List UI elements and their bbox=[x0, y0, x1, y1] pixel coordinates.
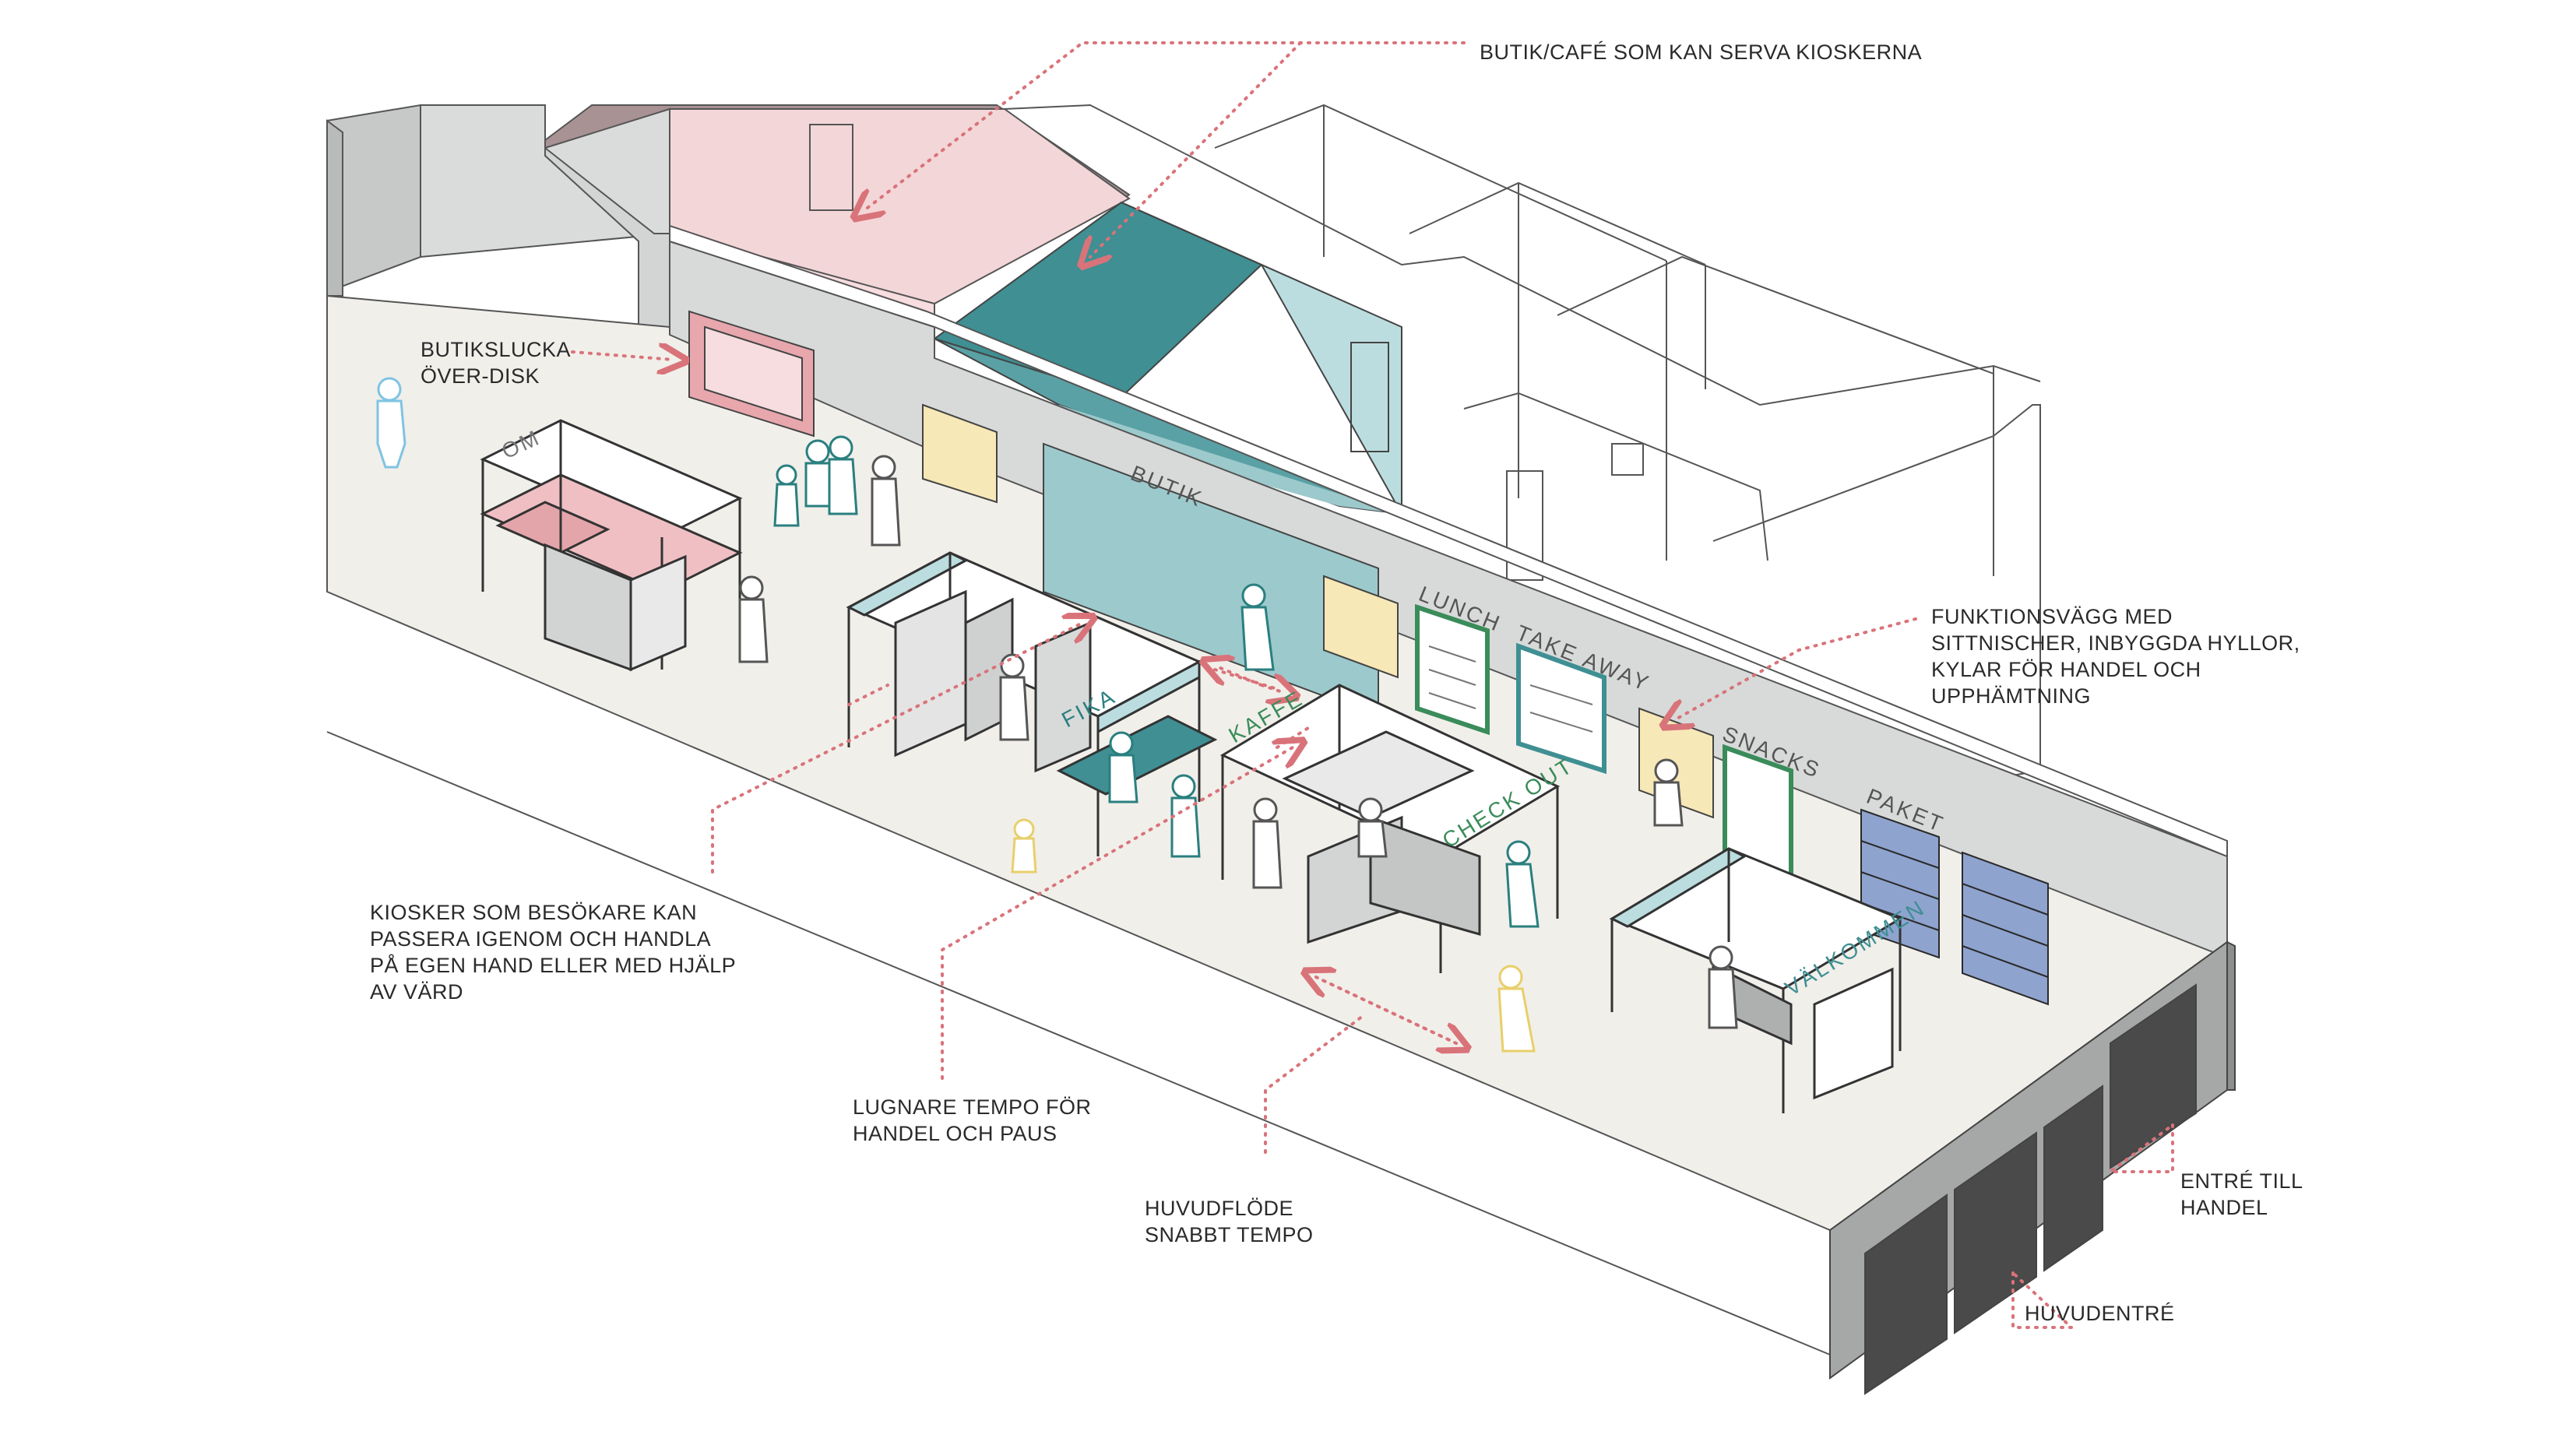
label-line: ENTRÉ TILL bbox=[2180, 1169, 2303, 1193]
label-line: KYLAR FÖR HANDEL OCH bbox=[1931, 658, 2201, 681]
front-facade bbox=[326, 731, 2236, 1395]
label-line: BUTIKSLUCKA bbox=[421, 338, 572, 361]
label-line: AV VÄRD bbox=[370, 980, 464, 1004]
person-figure bbox=[738, 455, 1738, 1029]
label-line: PÅ EGEN HAND ELLER MED HJÄLP bbox=[370, 954, 737, 977]
person-figure bbox=[773, 435, 858, 527]
label-line: KIOSKER SOM BESÖKARE KAN bbox=[370, 901, 698, 924]
kiosk-kaffe bbox=[1219, 684, 1561, 973]
person-figure bbox=[376, 377, 406, 469]
person-figure bbox=[1011, 818, 1536, 1053]
label-line: HANDEL OCH PAUS bbox=[853, 1122, 1057, 1145]
label-line: ÖVER-DISK bbox=[421, 364, 540, 388]
label-line: UPPHÄMTNING bbox=[1931, 684, 2092, 708]
label-lugnare: LUGNARE TEMPO FÖR HANDEL OCH PAUS bbox=[853, 1094, 1092, 1147]
label-line: HANDEL bbox=[2180, 1196, 2268, 1219]
label-entre-handel: ENTRÉ TILL HANDEL bbox=[2180, 1168, 2303, 1221]
left-wall bbox=[326, 104, 670, 336]
kiosk-om bbox=[480, 419, 743, 672]
label-huvudflode: HUVUDFLÖDE SNABBT TEMPO bbox=[1145, 1195, 1314, 1248]
annotation-leaders bbox=[571, 41, 2174, 1329]
label-funktionsvagg: FUNKTIONSVÄGG MED SITTNISCHER, INBYGGDA … bbox=[1931, 603, 2300, 709]
people bbox=[376, 377, 1738, 1053]
kiosk-valkommen bbox=[1609, 847, 1903, 1113]
label-huvudentre: HUVUDENTRÉ bbox=[2025, 1302, 2175, 1325]
wall-features bbox=[688, 310, 2049, 1006]
label-line: SITTNISCHER, INBYGGDA HYLLOR, bbox=[1931, 631, 2300, 655]
label-line: PASSERA IGENOM OCH HANDLA bbox=[370, 927, 712, 951]
label-line: HUVUDFLÖDE bbox=[1145, 1197, 1294, 1220]
label-line: LUGNARE TEMPO FÖR bbox=[853, 1095, 1092, 1119]
label-kiosker: KIOSKER SOM BESÖKARE KAN PASSERA IGENOM … bbox=[370, 899, 736, 1005]
label-butik-cafe: BUTIK/CAFÉ SOM KAN SERVA KIOSKERNA bbox=[1480, 40, 1923, 64]
label-line: SNABBT TEMPO bbox=[1145, 1223, 1314, 1246]
label-butikslucka: BUTIKSLUCKA ÖVER-DISK bbox=[421, 336, 571, 389]
label-line: FUNKTIONSVÄGG MED bbox=[1931, 605, 2173, 628]
